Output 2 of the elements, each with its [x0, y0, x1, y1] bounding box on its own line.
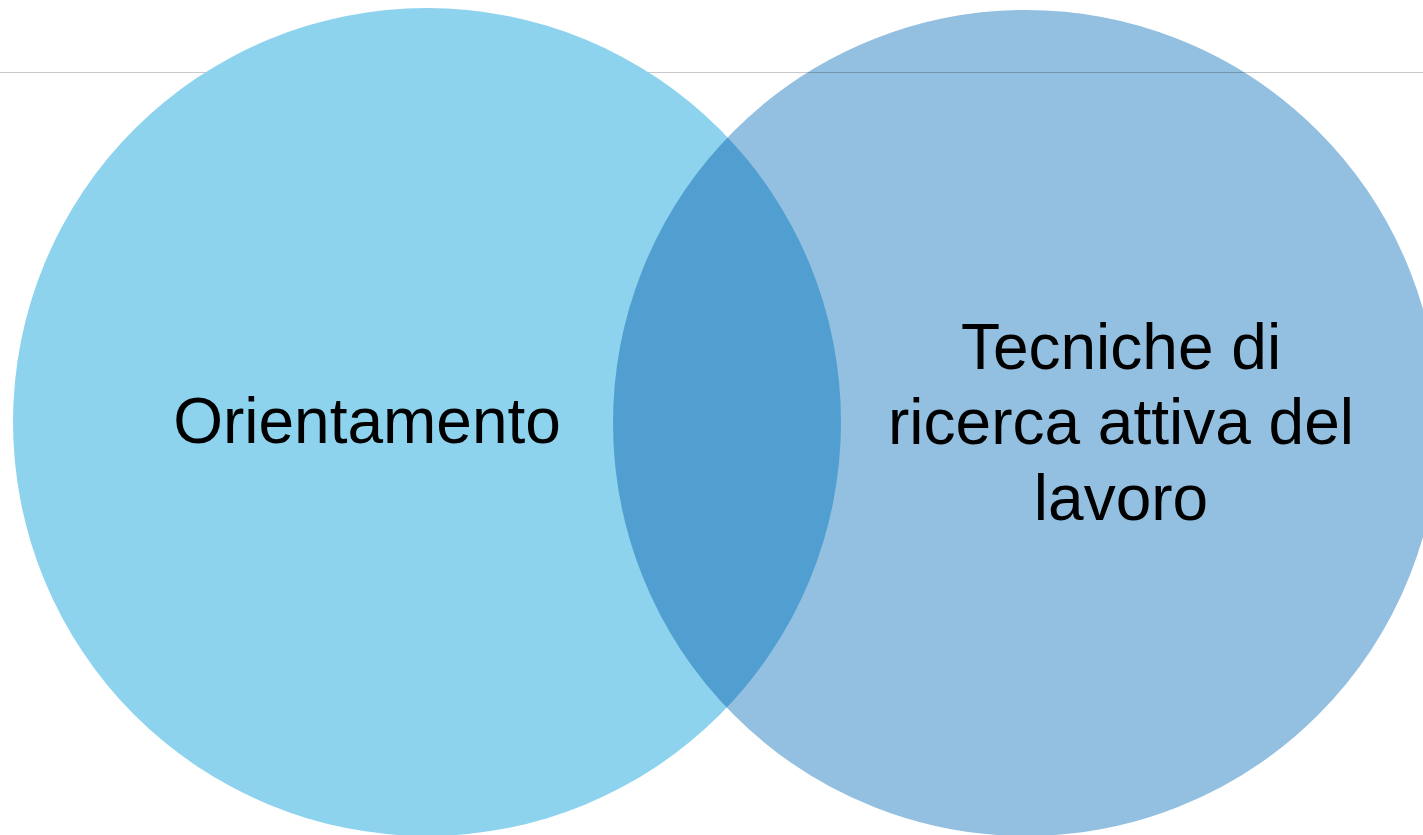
circle-label: Orientamento: [172, 384, 562, 460]
circle-label: Tecniche di ricerca attiva del lavoro: [887, 309, 1355, 536]
